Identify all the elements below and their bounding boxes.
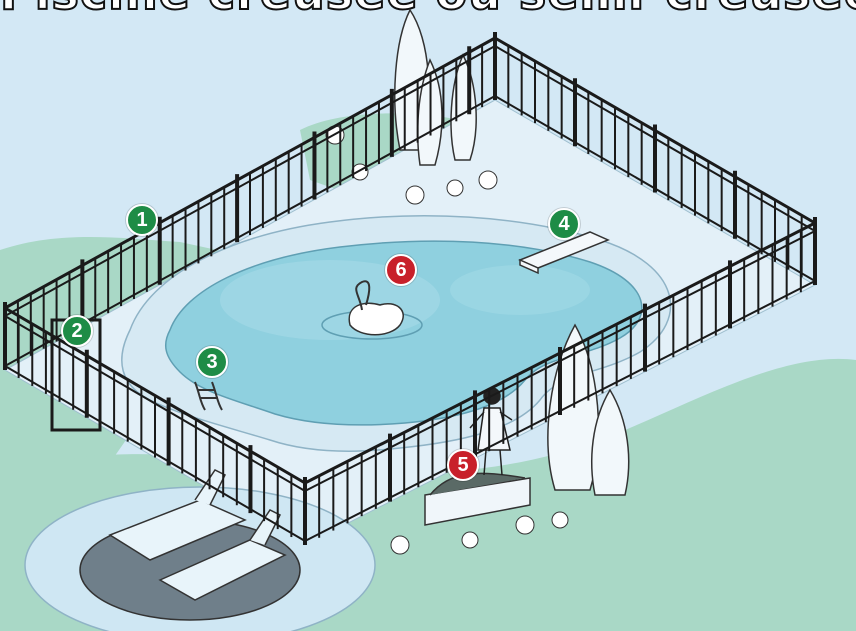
marker-3: 3 bbox=[196, 346, 228, 378]
marker-5: 5 bbox=[447, 449, 479, 481]
marker-1: 1 bbox=[126, 204, 158, 236]
marker-6: 6 bbox=[385, 254, 417, 286]
marker-4: 4 bbox=[548, 208, 580, 240]
water-highlight bbox=[450, 265, 590, 315]
marker-2: 2 bbox=[61, 315, 93, 347]
